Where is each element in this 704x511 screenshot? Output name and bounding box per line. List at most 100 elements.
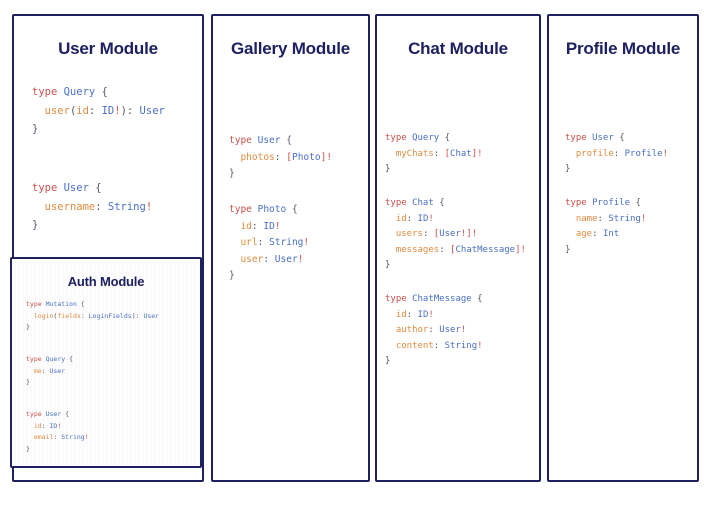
code-line: photos: [Photo]! <box>229 150 332 167</box>
code-token: ID <box>101 104 115 117</box>
code-token: : <box>406 213 418 224</box>
code-token <box>385 149 396 159</box>
module-card-gallery[interactable]: Gallery Module type User { photos: [Phot… <box>211 14 370 482</box>
code-token: user <box>44 104 70 117</box>
code-token: ] <box>320 151 327 163</box>
module-title-profile: Profile Module <box>565 39 681 58</box>
code-token: ! <box>471 229 478 239</box>
code-token: profile <box>575 148 614 159</box>
code-line: myChats: [Chat]! <box>385 147 483 163</box>
code-token: : <box>41 421 50 430</box>
code-token: type <box>229 204 258 215</box>
code-token: User <box>439 229 461 239</box>
module-card-chat[interactable]: Chat Module type Query { myChats: [Chat]… <box>375 14 541 482</box>
code-token: type <box>385 294 413 304</box>
code-token: ! <box>57 421 62 430</box>
code-token: String <box>608 213 641 224</box>
code-token: User <box>439 325 461 335</box>
code-line: users: [User!]! <box>385 227 526 243</box>
code-token <box>385 214 396 224</box>
code-token: myChats <box>395 148 434 159</box>
code-token: ] <box>515 244 521 255</box>
code-token: : <box>597 213 609 224</box>
code-token: : <box>592 229 603 239</box>
code-token: Int <box>602 229 620 239</box>
code-token: { <box>280 135 292 146</box>
code-token: username <box>44 200 96 213</box>
code-line: } <box>385 354 483 370</box>
code-token: } <box>565 164 571 174</box>
code-token: String <box>61 433 85 442</box>
code-token <box>385 245 396 255</box>
code-token: { <box>61 410 70 418</box>
code-token: [ <box>286 151 292 163</box>
code-token: : <box>428 325 440 335</box>
code-token: User <box>49 366 66 375</box>
code-token: { <box>471 294 483 304</box>
code-token: } <box>32 219 39 231</box>
code-token: String <box>444 340 478 351</box>
code-line: } <box>32 120 165 139</box>
code-token: type <box>565 133 593 143</box>
code-token: author <box>395 325 429 335</box>
code-token: ! <box>114 104 121 117</box>
code-line: } <box>565 162 668 178</box>
code-token <box>385 341 396 351</box>
code-token: ( <box>69 104 77 117</box>
code-token: name <box>575 213 598 224</box>
code-token <box>565 149 576 159</box>
code-line: me: User <box>26 366 73 378</box>
code-line: } <box>385 258 526 274</box>
code-block-chat-query: type Query { myChats: [Chat]!} <box>385 131 483 178</box>
code-token: : <box>422 229 434 239</box>
code-token: messages <box>395 244 440 255</box>
code-token: : <box>80 311 89 320</box>
code-token: ): <box>120 104 140 117</box>
code-token: url <box>240 237 258 248</box>
code-token: ! <box>520 244 526 255</box>
code-token: ID <box>417 309 429 320</box>
code-block-profile-type: type Profile { name: String! age: Int} <box>565 196 646 258</box>
code-token: type <box>385 133 413 143</box>
code-token: } <box>385 260 391 270</box>
code-line: username: String! <box>32 198 153 217</box>
module-card-user[interactable]: User Module type Query { user(id: ID!): … <box>10 14 204 482</box>
code-token: String <box>107 200 146 213</box>
code-line: name: String! <box>565 212 646 228</box>
code-token: ! <box>326 151 333 163</box>
code-line: profile: Profile! <box>565 147 668 163</box>
module-title-user: User Module <box>58 39 158 58</box>
code-block-gallery-user: type User { photos: [Photo]!} <box>229 133 332 183</box>
code-line: } <box>26 322 159 334</box>
code-token: } <box>26 323 30 332</box>
code-line: age: Int <box>565 227 646 243</box>
code-token: LoginFields <box>88 311 132 320</box>
code-token: { <box>65 355 73 363</box>
code-token: : <box>53 433 62 442</box>
code-token: ): <box>131 311 144 320</box>
code-token: ! <box>274 220 281 232</box>
code-line: messages: [ChatMessage]! <box>385 243 526 259</box>
code-token: Photo <box>257 204 287 215</box>
module-card-profile[interactable]: Profile Module type User { profile: Prof… <box>547 14 699 482</box>
code-line: type User { <box>26 409 89 421</box>
code-token: ChatMessage <box>455 244 516 255</box>
code-line: } <box>385 162 483 178</box>
code-block-user-type: type User { username: String!} <box>32 179 152 235</box>
code-token: [ <box>450 244 456 255</box>
code-token: : <box>251 220 264 232</box>
code-token: Chat <box>412 198 434 208</box>
code-token: type <box>32 182 64 194</box>
code-line: content: String! <box>385 339 483 355</box>
code-token: : <box>257 237 270 248</box>
code-line: type Photo { <box>229 202 309 219</box>
code-token: ] <box>471 148 478 159</box>
code-line: } <box>229 166 332 183</box>
module-card-auth[interactable]: Auth Module type Mutation { login(fields… <box>10 257 202 468</box>
code-token: } <box>229 270 235 281</box>
code-line: } <box>32 216 152 235</box>
code-token: Query <box>412 133 440 143</box>
module-title-auth: Auth Module <box>67 274 145 289</box>
code-token: } <box>229 168 235 179</box>
code-token: : <box>88 104 102 117</box>
